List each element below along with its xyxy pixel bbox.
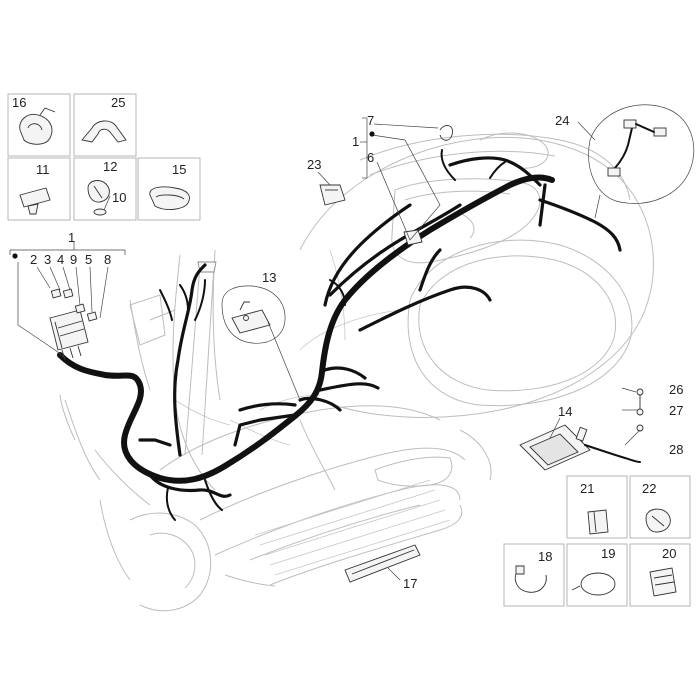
callout-23: 23 bbox=[307, 157, 321, 172]
callout-16: 16 bbox=[12, 95, 26, 110]
part-box-15 bbox=[137, 157, 201, 221]
leader-lines bbox=[9, 117, 641, 581]
callout-21: 21 bbox=[580, 481, 594, 496]
inset-13 bbox=[221, 285, 301, 401]
part-box-16 bbox=[7, 93, 71, 157]
main-wiring-harness bbox=[57, 149, 622, 521]
body-mounted-clips bbox=[319, 124, 644, 583]
callout-labels: 16 25 11 12 10 15 1 2 3 4 9 5 8 13 23 7 … bbox=[12, 95, 683, 591]
callout-25: 25 bbox=[111, 95, 125, 110]
callout-1-top: 1 bbox=[352, 134, 359, 149]
callout-1-left: 1 bbox=[68, 230, 75, 245]
part-box-21 bbox=[566, 475, 628, 539]
callout-28: 28 bbox=[669, 442, 683, 457]
scooter-body-outline bbox=[59, 132, 654, 612]
callout-2: 2 bbox=[30, 252, 37, 267]
part-box-12 bbox=[73, 157, 137, 221]
callout-20: 20 bbox=[662, 546, 676, 561]
part-box-11 bbox=[7, 157, 71, 221]
callout-12: 12 bbox=[103, 159, 117, 174]
callout-11: 11 bbox=[36, 162, 50, 177]
part-box-18 bbox=[503, 543, 565, 607]
part-box-25 bbox=[73, 93, 137, 157]
callout-26: 26 bbox=[669, 382, 683, 397]
callout-10: 10 bbox=[112, 190, 126, 205]
callout-19: 19 bbox=[601, 546, 615, 561]
callout-27: 27 bbox=[669, 403, 683, 418]
callout-8: 8 bbox=[104, 252, 111, 267]
callout-4: 4 bbox=[57, 252, 64, 267]
inset-24 bbox=[588, 104, 695, 219]
callout-5: 5 bbox=[85, 252, 92, 267]
connector-block bbox=[49, 288, 98, 361]
callout-22: 22 bbox=[642, 481, 656, 496]
bullet-dot-2 bbox=[369, 131, 375, 137]
callout-14: 14 bbox=[558, 404, 572, 419]
part-box-22 bbox=[629, 475, 691, 539]
callout-24: 24 bbox=[555, 113, 569, 128]
callout-7: 7 bbox=[367, 113, 374, 128]
callout-15: 15 bbox=[172, 162, 186, 177]
part-box-20 bbox=[629, 543, 691, 607]
callout-17: 17 bbox=[403, 576, 417, 591]
callout-13: 13 bbox=[262, 270, 276, 285]
callout-3: 3 bbox=[44, 252, 51, 267]
bullet-dot-1 bbox=[12, 253, 18, 259]
part-box-19 bbox=[566, 543, 628, 607]
callout-9: 9 bbox=[70, 252, 77, 267]
callout-18: 18 bbox=[538, 549, 552, 564]
callout-6: 6 bbox=[367, 150, 374, 165]
